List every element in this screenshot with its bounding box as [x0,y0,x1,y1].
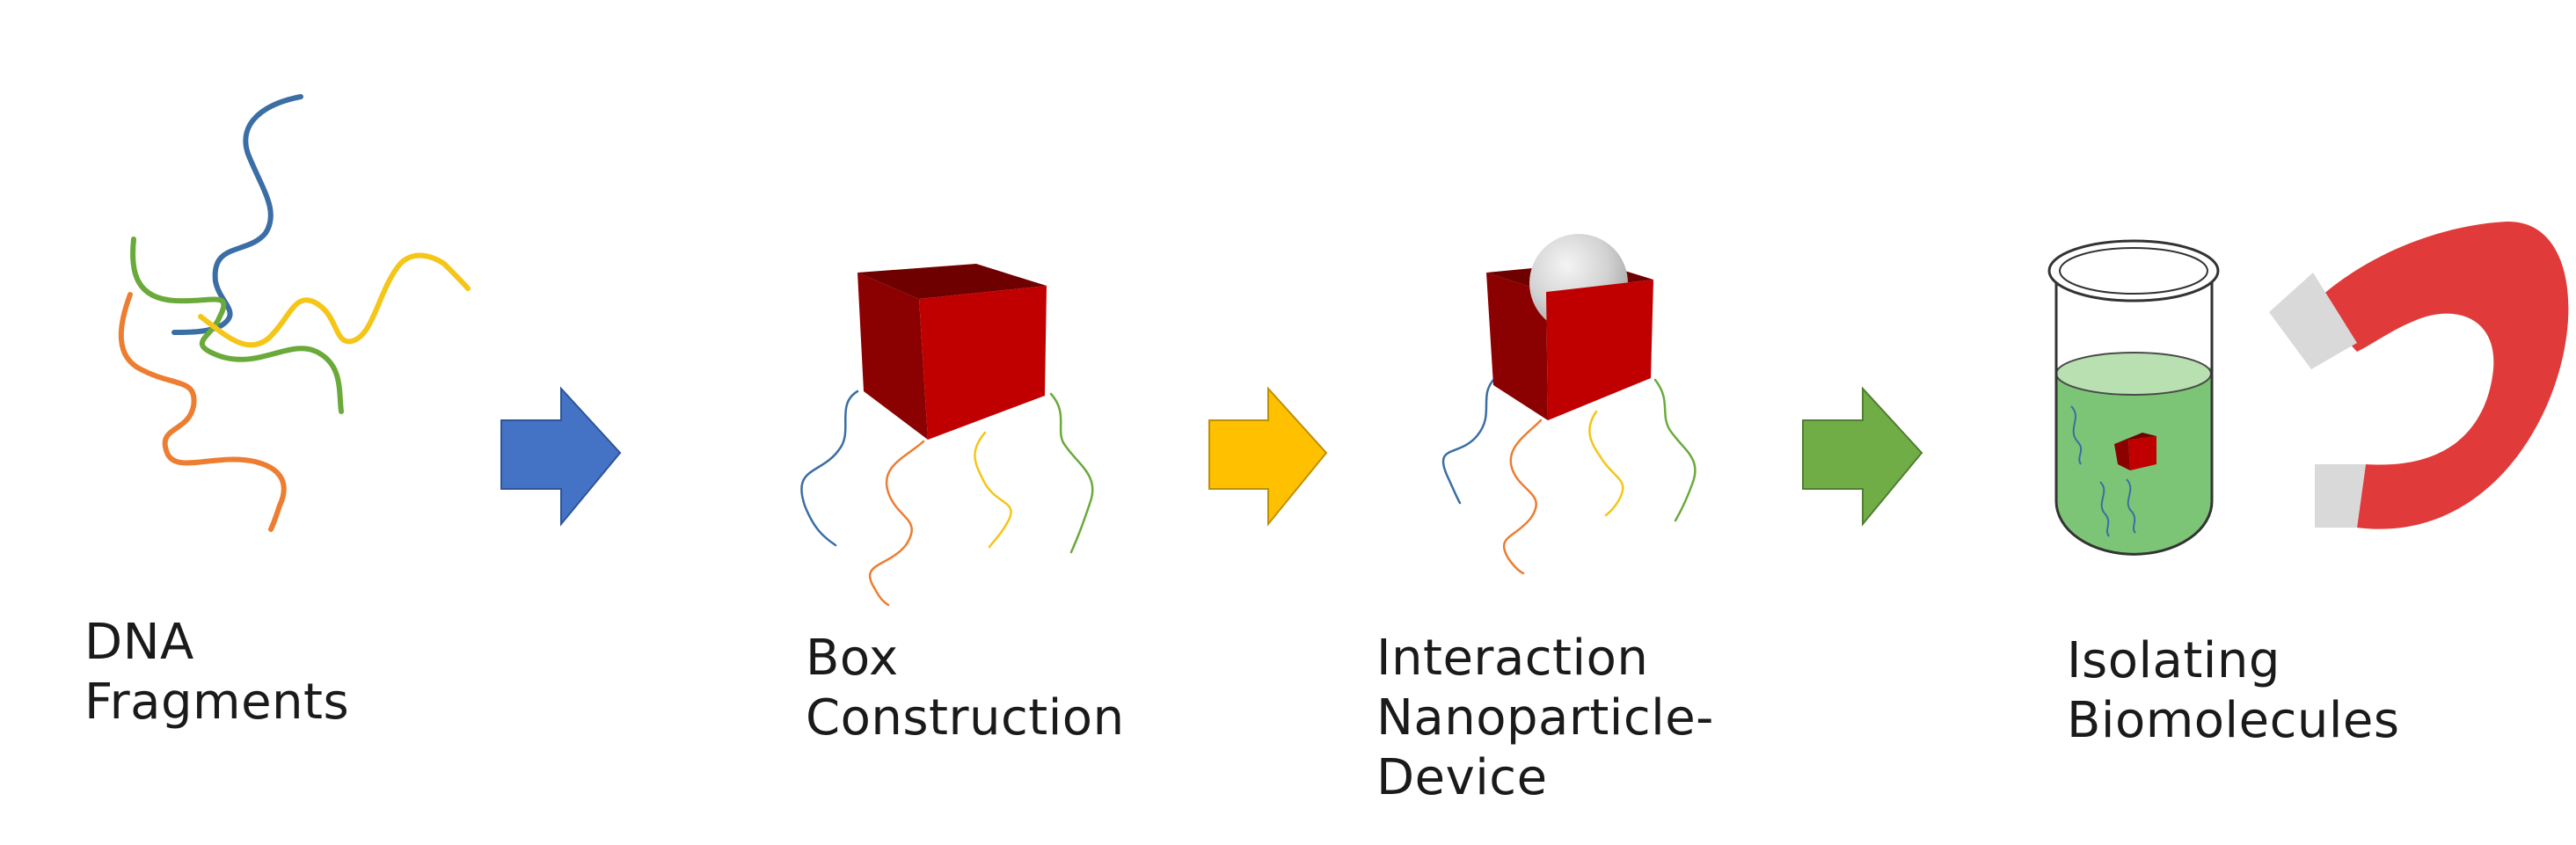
magnet-tip-top [2269,273,2357,369]
step-label-line: Nanoparticle- [1376,689,1714,747]
magnet-body [2313,221,2569,529]
dna-box-icon [800,264,1094,607]
box-front-face [919,286,1047,440]
device-front-face [1546,280,1653,420]
liquid-surface [2055,352,2212,396]
step-label-dna-fragments: DNA Fragments [84,613,349,732]
step-label-line: Box [806,630,899,687]
step-label-line: Construction [806,689,1125,747]
step-label-line: Device [1376,749,1548,806]
tube-strands [2070,405,2136,537]
strand-blue [171,94,303,335]
step-label-line: Isolating [2067,632,2280,689]
dna-strands-icon [118,94,471,532]
step-label-interaction: Interaction Nanoparticle- Device [1376,629,1714,808]
mini-box-top [2114,433,2156,444]
box-strands [800,390,1094,607]
step-label-line: Fragments [84,674,350,731]
test-tube-icon [2047,239,2220,556]
arrow-right-icon [1802,386,1923,527]
strand-orange [118,292,287,532]
step-label-line: DNA [84,614,194,671]
tube-rim [2047,239,2220,302]
strand-green [130,237,344,414]
device-strands [1441,376,1697,575]
magnet-icon [2269,221,2569,529]
magnet-tip-bottom [2315,464,2366,528]
tube-body [2054,274,2214,556]
box-left-face [857,273,928,440]
step-label-line: Interaction [1376,630,1649,687]
mini-box-front [2128,436,2156,470]
device-left-face [1486,273,1548,420]
step-label-box-construction: Box Construction [806,629,1125,748]
step-label-line: Biomolecules [2067,692,2400,749]
arrow-right-icon [500,386,622,527]
box-top [857,264,1047,299]
arrow-right-icon [1208,386,1328,527]
mini-box-left [2114,440,2130,470]
nanoparticle-box-icon [1441,234,1697,575]
step-label-isolating: Isolating Biomolecules [2067,631,2400,751]
strand-yellow [198,252,471,348]
